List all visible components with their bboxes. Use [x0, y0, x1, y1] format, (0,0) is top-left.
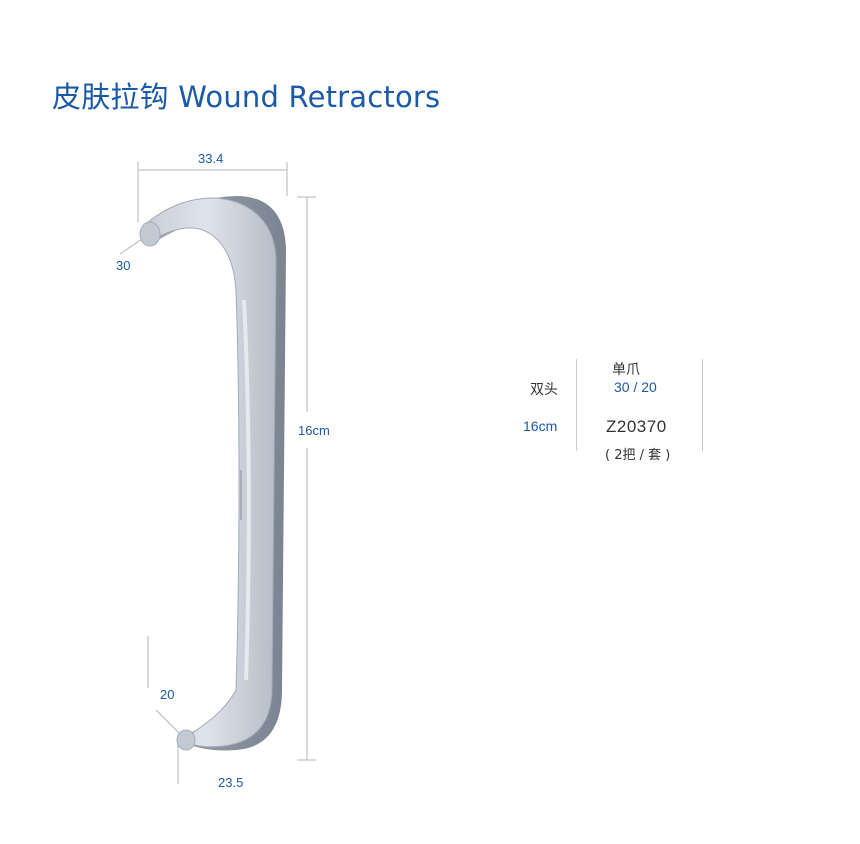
dimension-lines [119, 162, 316, 784]
top-angle-label: 30 [116, 258, 131, 273]
row-label-type: 双头 [530, 382, 558, 398]
table-divider-left [576, 359, 577, 451]
column-header: 单爪 [612, 362, 640, 378]
top-width-label: 33.4 [198, 151, 224, 166]
retractor-body [139, 196, 286, 751]
item-code: Z20370 [606, 417, 667, 436]
table-divider-right [702, 359, 703, 451]
package-note: ( 2把 / 套 ) [605, 448, 671, 463]
page-title: 皮肤拉钩 Wound Retractors [52, 80, 441, 114]
spec-table: 单爪 30 / 20 双头 16cm Z20370 ( 2把 / 套 ) [500, 355, 740, 465]
row-label-length: 16cm [523, 418, 558, 434]
length-label: 16cm [298, 423, 330, 438]
column-subheader: 30 / 20 [614, 379, 657, 395]
bottom-angle-label: 20 [160, 687, 175, 702]
bottom-width-label: 23.5 [218, 775, 244, 790]
